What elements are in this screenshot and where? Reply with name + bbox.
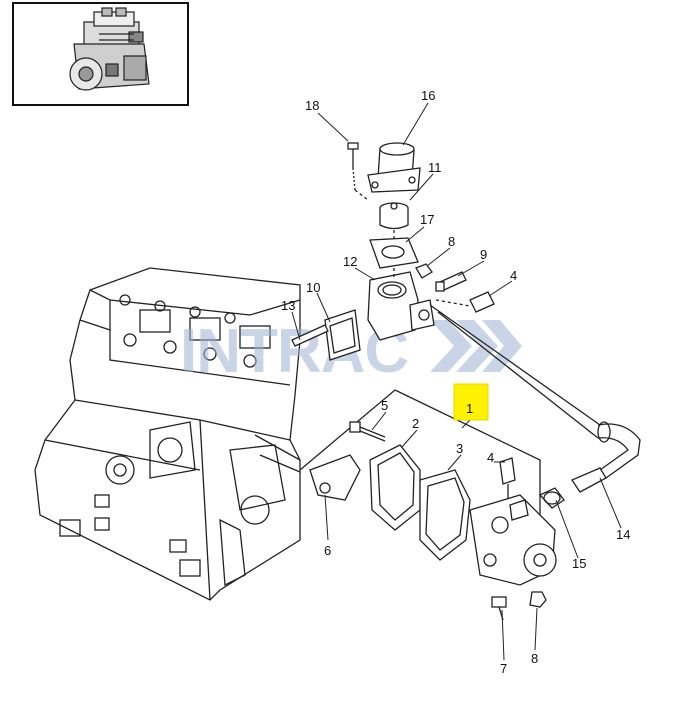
engine-block (34, 267, 301, 601)
callout-17: 17 (420, 212, 434, 227)
callout-4-lower: 4 (487, 450, 494, 465)
callout-3: 3 (456, 441, 463, 456)
callout-16: 16 (421, 88, 435, 103)
callout-15: 15 (572, 556, 586, 571)
callout-12: 12 (343, 254, 357, 269)
callout-8-lower: 8 (531, 651, 538, 666)
callout-14: 14 (616, 527, 630, 542)
callout-8-upper: 8 (448, 234, 455, 249)
callout-2: 2 (412, 416, 419, 431)
water-pump-assembly (299, 389, 565, 621)
bypass-hose (429, 304, 641, 493)
engine-thumbnail-drawing (69, 7, 150, 91)
callout-labels: 18 16 11 17 12 8 9 4 13 10 1 5 2 3 4 6 1… (281, 88, 630, 676)
callout-13: 13 (281, 298, 295, 313)
thermostat-assembly (291, 142, 495, 361)
leader-lines (291, 102, 622, 661)
watermark-chevrons (430, 320, 522, 372)
callout-11: 11 (428, 160, 442, 175)
engine-thumbnail (12, 2, 189, 106)
callout-1: 1 (466, 401, 473, 416)
callout-18: 18 (305, 98, 319, 113)
callout-5: 5 (381, 398, 388, 413)
callout-9: 9 (480, 247, 487, 262)
callout-7: 7 (500, 661, 507, 676)
watermark-text: INTRAC (180, 317, 408, 386)
callout-10: 10 (306, 280, 320, 295)
callout-4-upper: 4 (510, 268, 517, 283)
callout-6: 6 (324, 543, 331, 558)
highlight-part-1 (453, 383, 489, 421)
